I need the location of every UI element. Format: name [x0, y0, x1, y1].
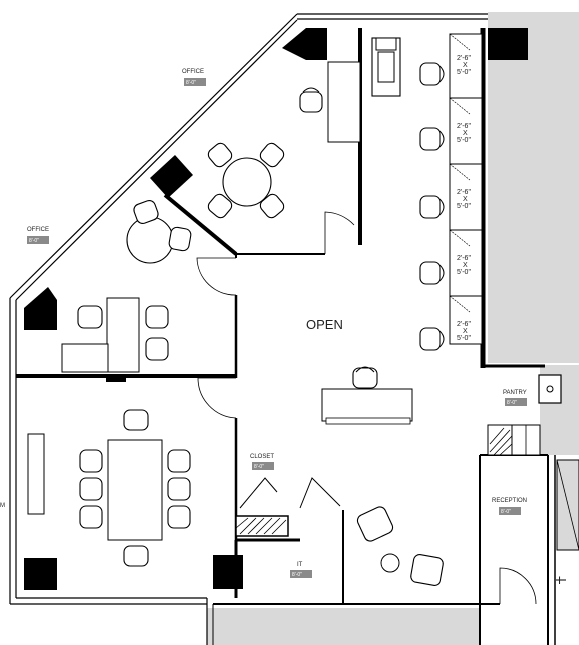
chair: [419, 62, 445, 86]
cabinet-dim: 2'-6" X 5'-0": [457, 255, 471, 276]
round-table-small: [126, 216, 174, 264]
shaded-area-right: [488, 28, 579, 363]
column-bottom-left: [24, 558, 57, 590]
svg-text:5'-0": 5'-0": [457, 269, 471, 276]
svg-text:5'-0": 5'-0": [457, 203, 471, 210]
pantry-fixtures: [487, 374, 562, 456]
chair: [259, 193, 285, 219]
exterior-wall: [9, 13, 488, 645]
chair: [79, 449, 103, 473]
closet-shelf: [235, 515, 289, 537]
chair: [259, 142, 285, 168]
shaded-areas: [207, 12, 579, 645]
svg-text:8'-0": 8'-0": [507, 400, 517, 406]
elevator-glyph: I: [558, 575, 561, 587]
cabinet-dim: 2'-6" X 5'-0": [457, 123, 471, 144]
chair: [419, 195, 445, 219]
cabinet-dim: 2'-6" X 5'-0": [457, 321, 471, 342]
room-label-reception: RECEPTION: [492, 498, 527, 504]
room-tag-closet: 8'-0": [252, 462, 274, 470]
svg-text:8'-0": 8'-0": [186, 80, 196, 86]
svg-text:2'-6": 2'-6": [457, 255, 471, 262]
svg-text:8'-0": 8'-0": [292, 572, 302, 578]
svg-text:8'-0": 8'-0": [29, 238, 39, 244]
furniture: [27, 37, 413, 573]
side-table: [380, 553, 400, 573]
chair: [207, 193, 233, 219]
svg-text:X: X: [463, 62, 468, 69]
column-top-right: [488, 28, 528, 60]
chair: [410, 554, 444, 586]
chair: [79, 505, 103, 529]
room-tag-pantry: 8'-0": [505, 398, 527, 406]
open-desk: [321, 388, 413, 422]
shaded-area-bottom: [207, 608, 479, 645]
room-tag-office-top: 8'-0": [184, 78, 206, 86]
column-diagonal: [150, 155, 193, 198]
room-tag-office-left: 8'-0": [27, 236, 49, 244]
cabinet-dim: 2'-6" X 5'-0": [457, 55, 471, 76]
column-left: [24, 287, 57, 330]
column-top: [282, 28, 327, 60]
chair: [123, 409, 149, 431]
room-label-closet: CLOSET: [250, 454, 274, 460]
room-labels: OFFICE 8'-0" OFFICE 8'-0" OPEN PANTRY 8'…: [0, 69, 561, 587]
chair: [299, 87, 323, 113]
conference-table: [107, 439, 163, 541]
chair: [133, 199, 159, 225]
room-label-office-left: OFFICE: [27, 227, 49, 233]
room-label-conference-edge: M: [0, 503, 5, 509]
svg-text:5'-0": 5'-0": [457, 69, 471, 76]
desk-top-office: [327, 61, 361, 143]
column-bottom-mid: [213, 555, 243, 589]
round-table-large: [222, 157, 272, 207]
cabinet-dim: 2'-6" X 5'-0": [457, 189, 471, 210]
room-tag-reception: 8'-0": [499, 507, 521, 515]
svg-text:2'-6": 2'-6": [457, 321, 471, 328]
desk-left-office-b: [61, 343, 109, 373]
svg-text:X: X: [463, 130, 468, 137]
chair: [168, 226, 192, 252]
chair: [419, 127, 445, 151]
svg-text:X: X: [463, 196, 468, 203]
room-label-office-top: OFFICE: [182, 69, 204, 75]
chair: [167, 505, 191, 529]
elevator: [556, 459, 579, 551]
chair: [123, 545, 149, 567]
svg-text:5'-0": 5'-0": [457, 137, 471, 144]
storage-cabinets: [449, 33, 483, 345]
svg-text:5'-0": 5'-0": [457, 335, 471, 342]
room-label-it: IT: [297, 562, 303, 568]
chair: [167, 477, 191, 501]
room-label-open: OPEN: [306, 317, 343, 332]
room-tag-it: 8'-0": [290, 570, 312, 578]
chair: [77, 305, 103, 329]
doors: [196, 211, 566, 605]
chair: [145, 305, 169, 329]
svg-text:2'-6": 2'-6": [457, 55, 471, 62]
chair: [419, 327, 445, 351]
cabinet-dimensions: 2'-6" X 5'-0" 2'-6" X 5'-0" 2'-6" X 5'-0…: [457, 55, 471, 342]
chair: [79, 477, 103, 501]
svg-text:X: X: [463, 328, 468, 335]
room-label-pantry: PANTRY: [503, 390, 527, 396]
chair: [356, 506, 394, 542]
svg-text:2'-6": 2'-6": [457, 189, 471, 196]
credenza: [27, 433, 45, 515]
svg-text:2'-6": 2'-6": [457, 123, 471, 130]
svg-text:8'-0": 8'-0": [501, 509, 511, 515]
structural-columns: [24, 28, 528, 590]
chair: [419, 261, 445, 285]
chair: [167, 449, 191, 473]
svg-text:X: X: [463, 262, 468, 269]
chair: [207, 142, 233, 168]
shaded-area-top-strip: [488, 12, 579, 28]
svg-text:8'-0": 8'-0": [254, 464, 264, 470]
chair: [145, 337, 169, 361]
chairs: [77, 62, 445, 586]
chair: [352, 366, 378, 389]
desk-left-office-a: [106, 297, 140, 373]
